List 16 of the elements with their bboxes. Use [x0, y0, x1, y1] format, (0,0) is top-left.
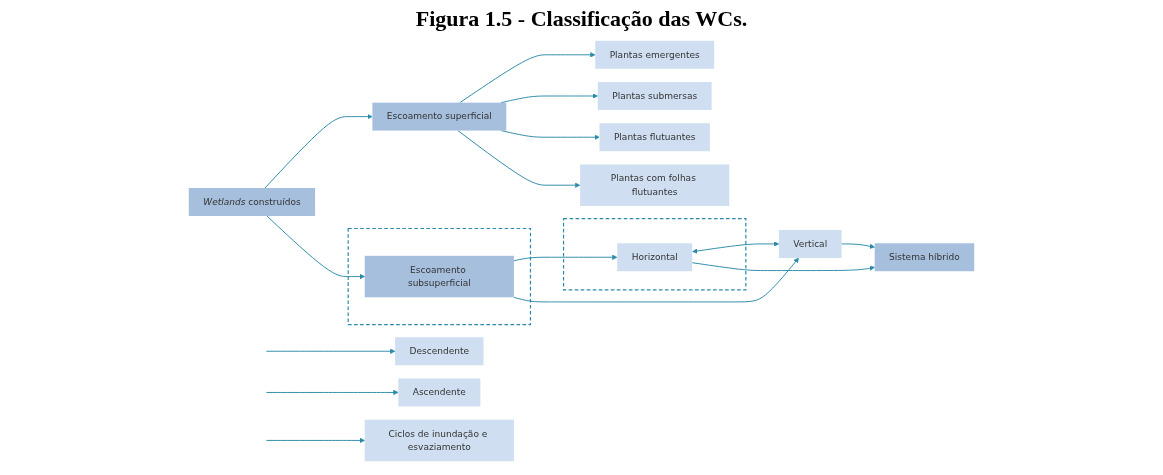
node-box: Ascendente	[398, 378, 481, 407]
node-box: Horizontal	[617, 243, 693, 272]
node-box: Plantas flutuantes	[599, 123, 710, 152]
cluster	[562, 218, 747, 291]
node-box: Wetlands construídos	[188, 188, 316, 216]
node-box: Plantas com folhas flutuantes	[580, 164, 730, 206]
node-box: Ciclos de inundação e esvaziamento	[364, 419, 514, 462]
node-box: Plantas emergentes	[595, 40, 715, 69]
node-box: Vertical	[778, 229, 842, 258]
node-box: Sistema híbrido	[874, 243, 975, 272]
node-box: Plantas submersas	[597, 82, 712, 110]
node-box: Escoamento subsuperficial	[364, 255, 514, 298]
node-box: Escoamento superficial	[372, 102, 507, 131]
node-box: Descendente	[395, 337, 484, 366]
cluster	[347, 227, 532, 326]
figure-title: Figura 1.5 - Classificação das WCs.	[414, 6, 749, 32]
